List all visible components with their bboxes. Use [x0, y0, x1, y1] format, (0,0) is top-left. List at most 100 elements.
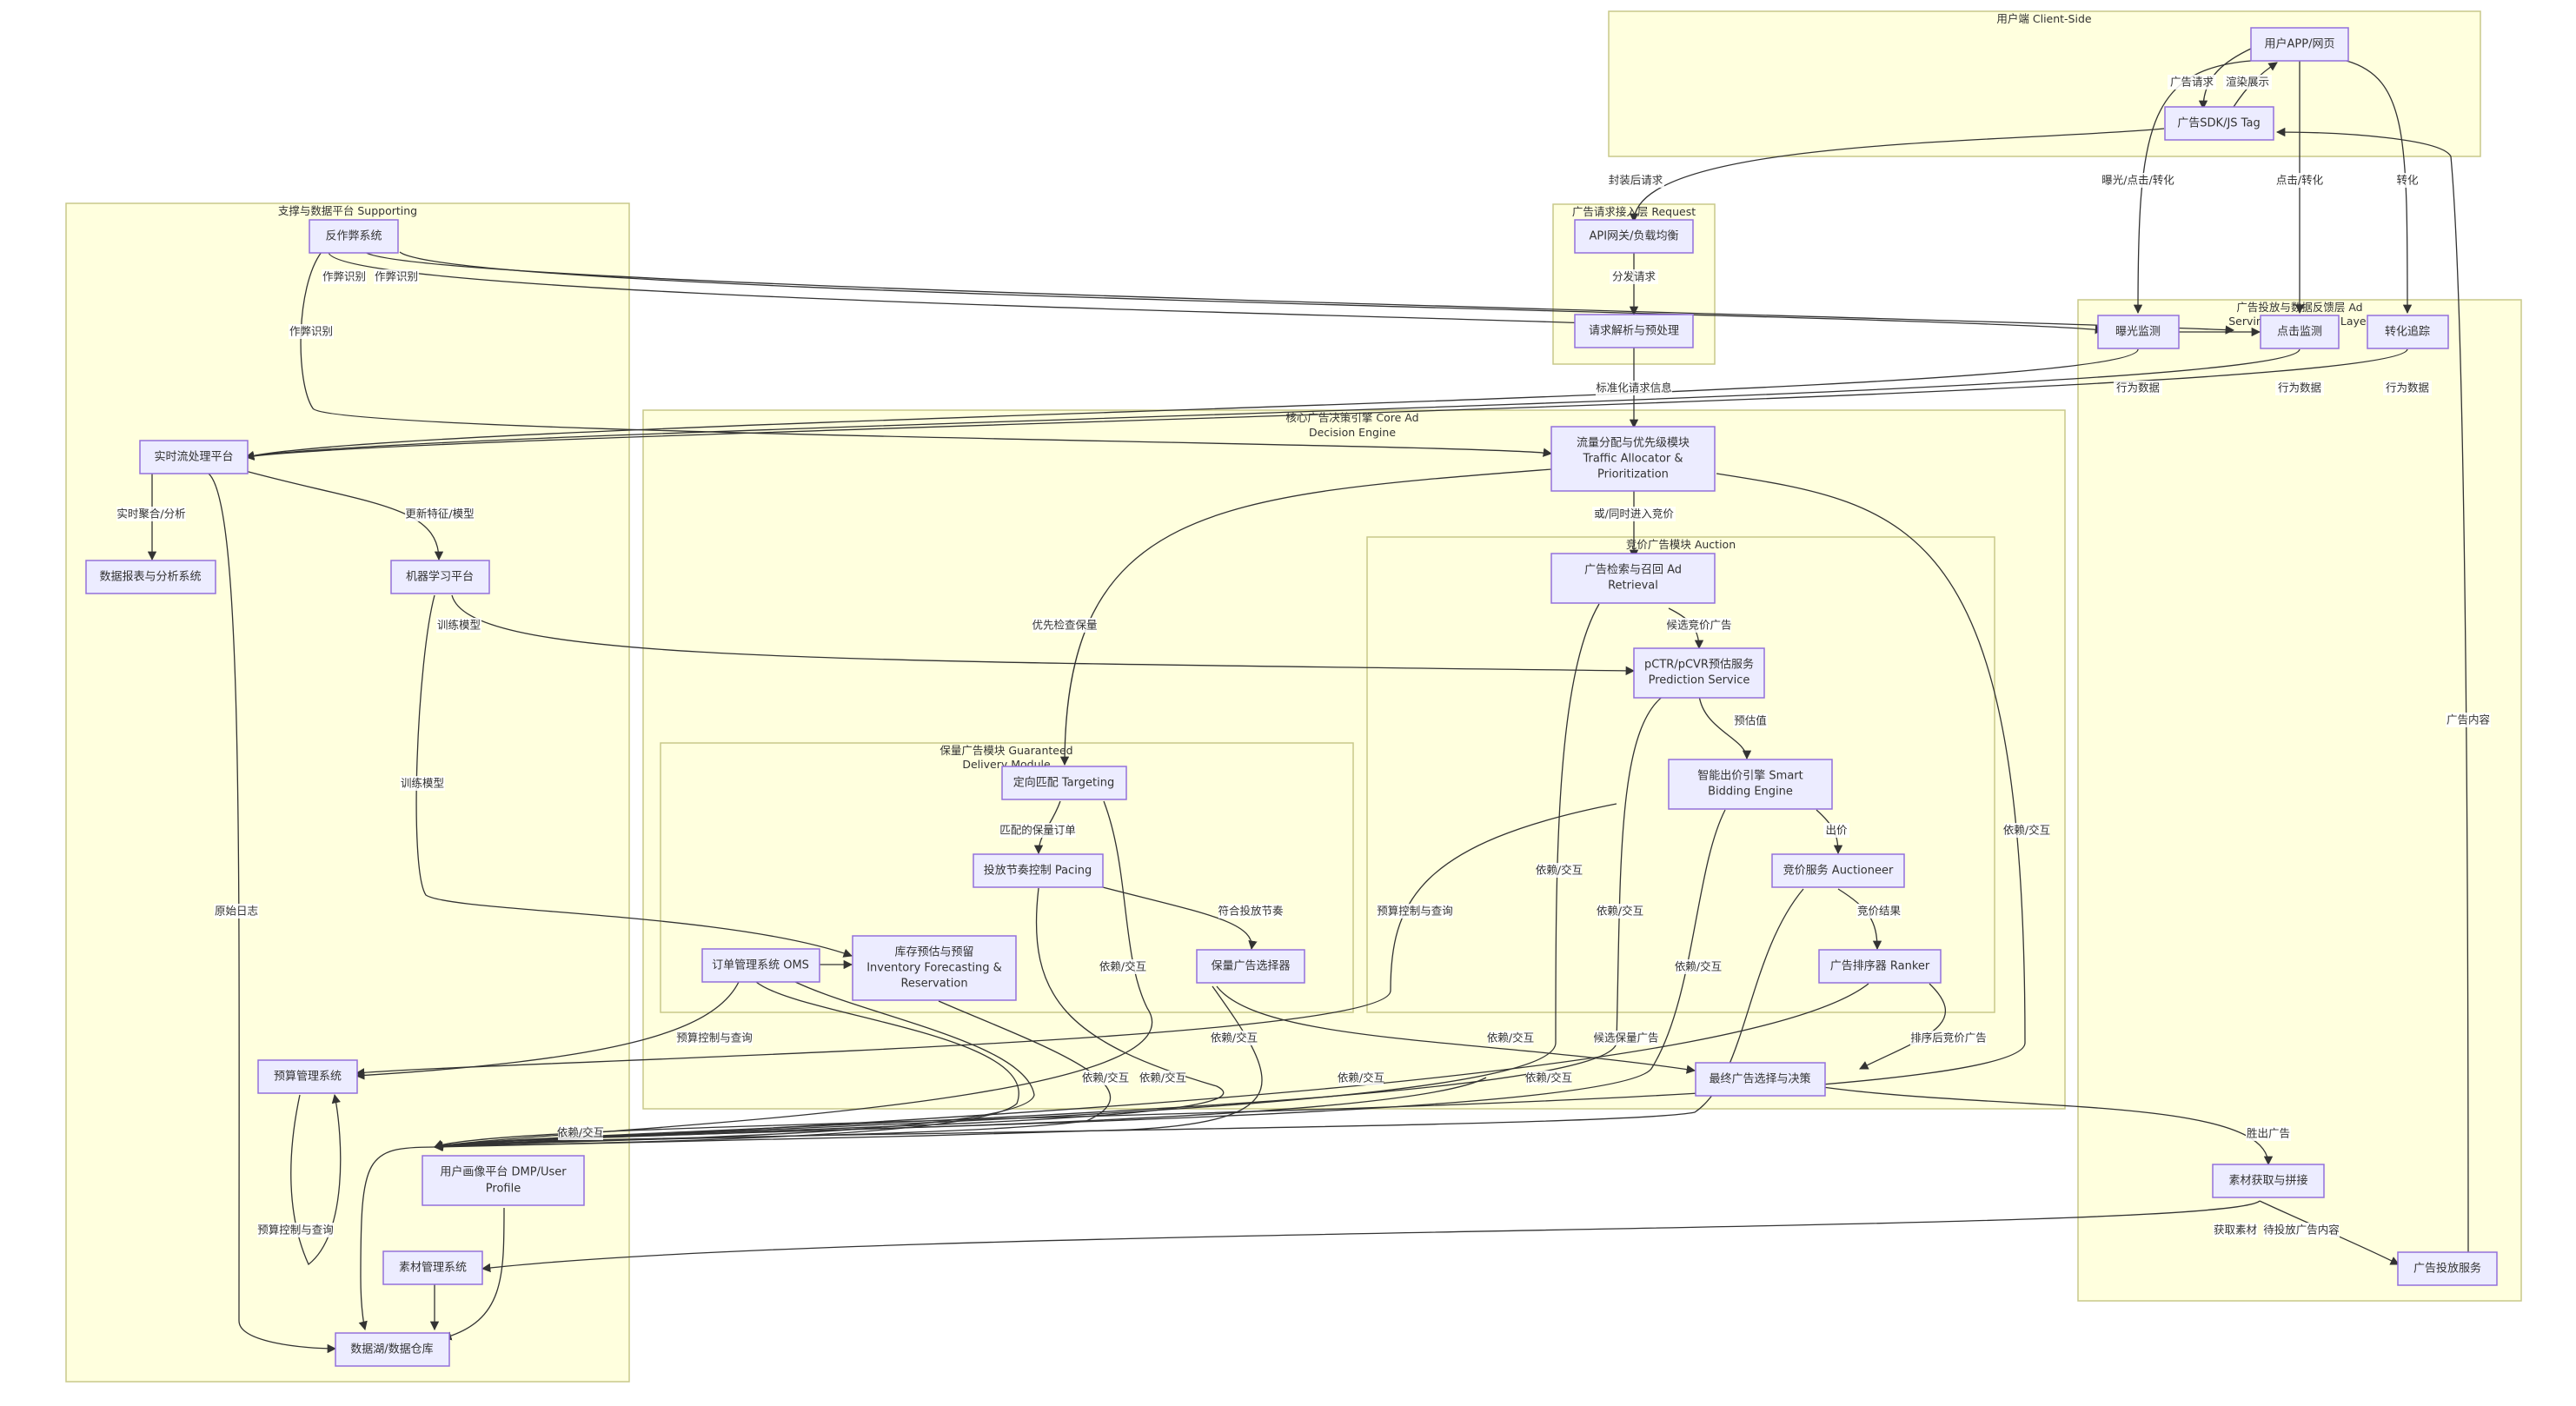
svg-text:优先检查保量: 优先检查保量	[1032, 619, 1097, 632]
node-final-selection[interactable]: 最终广告选择与决策	[1695, 1062, 1826, 1097]
edge-label-render: 渲染展示	[2223, 75, 2272, 90]
edge-label-raw-logs: 原始日志	[214, 904, 259, 919]
svg-text:素材管理系统: 素材管理系统	[399, 1262, 467, 1275]
node-auctioneer[interactable]: 竞价服务 Auctioneer	[1771, 853, 1905, 888]
node-gd-selector[interactable]: 保量广告选择器	[1196, 949, 1305, 984]
svg-text:库存预估与预留: 库存预估与预留	[894, 945, 973, 959]
svg-text:或/同时进入竞价: 或/同时进入竞价	[1594, 507, 1674, 521]
node-ad-retrieval[interactable]: 广告检索与召回 Ad Retrieval	[1550, 553, 1716, 604]
edge-label-matched-orders: 匹配的保量订单	[999, 823, 1076, 838]
svg-text:依赖/交互: 依赖/交互	[1525, 1071, 1572, 1084]
edge-label-train-model-1: 训练模型	[436, 618, 481, 633]
node-click-tracking[interactable]: 点击监测	[2260, 315, 2340, 349]
edge-label-depends-10: 依赖/交互	[1338, 1071, 1384, 1085]
svg-text:获取素材: 获取素材	[2214, 1224, 2257, 1237]
cluster-serving: 广告投放与数据反馈层 Ad Serving & Feedback Layer	[2077, 299, 2522, 1302]
edge-label-ad-request: 广告请求	[2168, 75, 2216, 90]
svg-text:预算控制与查询: 预算控制与查询	[257, 1224, 334, 1237]
node-ranker[interactable]: 广告排序器 Ranker	[1818, 949, 1942, 984]
node-targeting[interactable]: 定向匹配 Targeting	[1001, 766, 1127, 800]
svg-text:用户画像平台 DMP/User: 用户画像平台 DMP/User	[440, 1165, 567, 1179]
svg-text:用户APP/网页: 用户APP/网页	[2265, 37, 2335, 51]
svg-text:行为数据: 行为数据	[2116, 381, 2160, 395]
node-ad-sdk[interactable]: 广告SDK/JS Tag	[2164, 106, 2274, 141]
svg-text:训练模型: 训练模型	[437, 619, 481, 632]
svg-text:训练模型: 训练模型	[401, 777, 444, 790]
svg-text:Profile: Profile	[486, 1183, 521, 1196]
svg-text:Retrieval: Retrieval	[1608, 580, 1658, 593]
node-creative-fetch[interactable]: 素材获取与拼接	[2212, 1164, 2325, 1198]
svg-text:候选保量广告: 候选保量广告	[1593, 1031, 1658, 1045]
edge-label-depends-11: 依赖/交互	[1525, 1071, 1572, 1085]
edge-label-ad-content: 广告内容	[2446, 713, 2491, 727]
edge-label-candidate-gd-ads: 候选保量广告	[1593, 1031, 1659, 1045]
svg-text:Decision Engine: Decision Engine	[1309, 426, 1396, 439]
node-user-app[interactable]: 用户APP/网页	[2250, 27, 2349, 62]
svg-text:曝光监测: 曝光监测	[2115, 326, 2161, 339]
svg-text:用户端 Client-Side: 用户端 Client-Side	[1996, 12, 2092, 25]
svg-text:广告投放服务: 广告投放服务	[2413, 1262, 2481, 1276]
node-oms[interactable]: 订单管理系统 OMS	[701, 948, 820, 983]
edge-label-fraud-2: 作弊识别	[374, 269, 419, 284]
svg-text:广告请求接入层 Request: 广告请求接入层 Request	[1572, 205, 1696, 218]
svg-text:支撑与数据平台 Supporting: 支撑与数据平台 Supporting	[278, 204, 417, 217]
svg-text:候选竞价广告: 候选竞价广告	[1666, 619, 1731, 632]
edge-label-fraud-3: 作弊识别	[289, 324, 334, 339]
node-ad-serving[interactable]: 广告投放服务	[2397, 1251, 2498, 1286]
svg-text:最终广告选择与决策: 最终广告选择与决策	[1709, 1072, 1810, 1086]
edge-label-depends-1: 依赖/交互	[1536, 863, 1583, 878]
edge-label-depends-4: 依赖/交互	[1675, 959, 1722, 974]
node-api-gateway[interactable]: API网关/负载均衡	[1574, 219, 1694, 254]
svg-text:预算管理系统: 预算管理系统	[274, 1071, 342, 1084]
svg-text:广告内容: 广告内容	[2447, 713, 2490, 726]
edge-label-budget-1: 预算控制与查询	[1377, 904, 1453, 919]
node-datalake[interactable]: 数据湖/数据仓库	[335, 1332, 450, 1367]
node-budget-mgmt[interactable]: 预算管理系统	[257, 1059, 358, 1094]
svg-text:预算控制与查询: 预算控制与查询	[676, 1031, 753, 1045]
svg-text:Traffic Allocator &: Traffic Allocator &	[1582, 453, 1683, 466]
svg-text:竞价结果: 竞价结果	[1857, 905, 1902, 918]
svg-text:数据报表与分析系统: 数据报表与分析系统	[99, 571, 201, 584]
node-impression-tracking[interactable]: 曝光监测	[2097, 315, 2180, 349]
svg-text:曝光/点击/转化: 曝光/点击/转化	[2101, 174, 2174, 187]
edge-label-meet-pacing: 符合投放节奏	[1218, 904, 1284, 919]
node-conversion-tracking[interactable]: 转化追踪	[2367, 315, 2449, 349]
node-creative-mgmt[interactable]: 素材管理系统	[382, 1250, 483, 1285]
svg-text:预估值: 预估值	[1734, 714, 1767, 727]
svg-text:依赖/交互: 依赖/交互	[1082, 1071, 1129, 1084]
svg-text:实时聚合/分析: 实时聚合/分析	[116, 507, 185, 521]
svg-text:依赖/交互: 依赖/交互	[1597, 905, 1643, 918]
svg-text:广告检索与召回 Ad: 广告检索与召回 Ad	[1584, 564, 1682, 577]
svg-text:依赖/交互: 依赖/交互	[1675, 960, 1722, 973]
svg-text:依赖/交互: 依赖/交互	[557, 1126, 604, 1139]
svg-text:依赖/交互: 依赖/交互	[1487, 1031, 1534, 1045]
edge-label-predicted-value: 预估值	[1733, 713, 1768, 728]
svg-text:行为数据: 行为数据	[2386, 381, 2429, 395]
svg-text:定向匹配 Targeting: 定向匹配 Targeting	[1013, 776, 1114, 790]
svg-text:点击监测: 点击监测	[2277, 326, 2322, 339]
node-anti-fraud[interactable]: 反作弊系统	[309, 219, 399, 254]
svg-text:匹配的保量订单: 匹配的保量订单	[999, 824, 1076, 837]
edge-label-imp-click-conv: 曝光/点击/转化	[2099, 173, 2177, 188]
edge-label-budget-3: 预算控制与查询	[257, 1223, 334, 1237]
node-ml-platform[interactable]: 机器学习平台	[390, 560, 490, 594]
node-pacing[interactable]: 投放节奏控制 Pacing	[973, 853, 1104, 888]
node-realtime-stream[interactable]: 实时流处理平台	[139, 440, 249, 474]
svg-text:实时流处理平台: 实时流处理平台	[154, 451, 233, 464]
edge-label-ranked-bid-ads: 排序后竞价广告	[1910, 1031, 1987, 1045]
svg-text:保量广告选择器: 保量广告选择器	[1211, 960, 1290, 973]
node-reporting[interactable]: 数据报表与分析系统	[85, 560, 216, 594]
edge-label-bid: 出价	[1823, 823, 1849, 838]
svg-text:广告排序器 Ranker: 广告排序器 Ranker	[1830, 960, 1930, 973]
svg-text:预算控制与查询: 预算控制与查询	[1377, 905, 1453, 918]
edge-label-fraud-1: 作弊识别	[322, 269, 367, 284]
svg-text:依赖/交互: 依赖/交互	[1139, 1071, 1186, 1084]
edge-label-depends-9: 依赖/交互	[1139, 1071, 1186, 1085]
node-request-parsing[interactable]: 请求解析与预处理	[1574, 314, 1694, 348]
